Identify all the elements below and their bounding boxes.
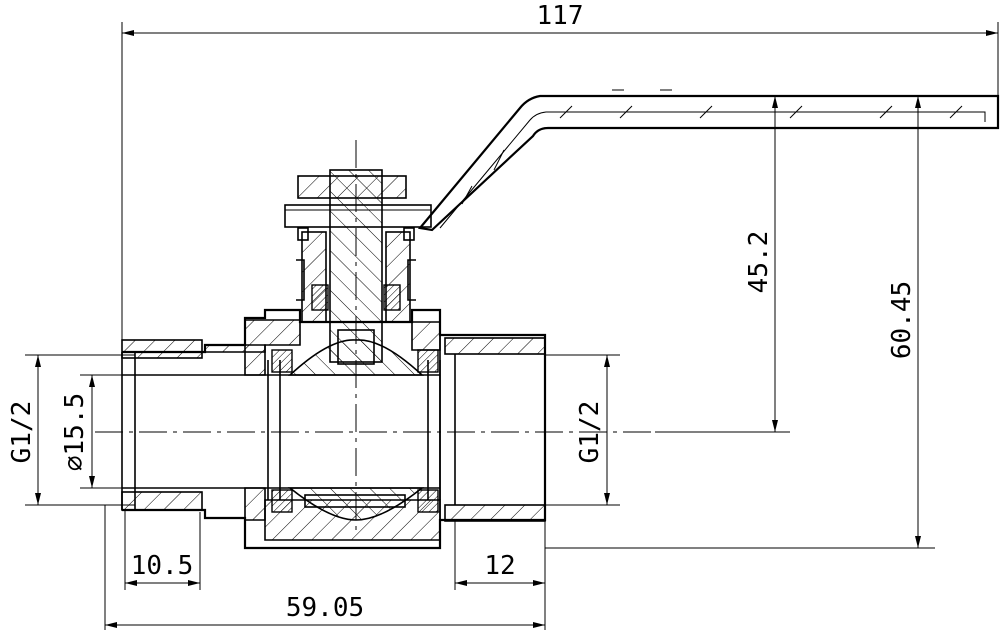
dim-stem-height: 45.2 [744, 231, 774, 294]
packing-gland [296, 227, 416, 323]
lever-handle [417, 89, 1000, 232]
dim-overall-length: 117 [537, 1, 584, 31]
dim-body-length: 59.05 [286, 593, 364, 623]
dim-right-thread-length: 12 [484, 551, 515, 581]
dimension-labels: 117 59.05 10.5 12 G1/2 ⌀15.5 G1/2 45.2 6… [7, 1, 917, 623]
dimension-lines [35, 30, 998, 628]
dim-handle-height: 60.45 [887, 281, 917, 359]
dim-left-thread: G1/2 [7, 401, 37, 464]
valve-body [121, 308, 547, 550]
extension-lines [25, 22, 999, 630]
dim-bore-diameter: ⌀15.5 [60, 393, 90, 471]
ball-and-seats [271, 339, 439, 521]
dim-left-thread-length: 10.5 [131, 551, 194, 581]
center-lines [95, 140, 660, 530]
